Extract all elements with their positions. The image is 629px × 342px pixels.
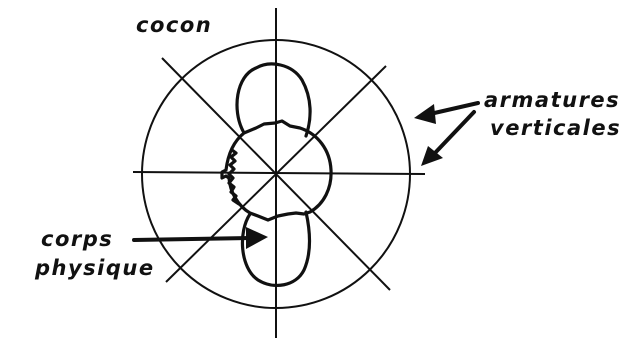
label-cocoon: cocon [136,13,212,37]
arrow-armatures-upper [414,103,478,124]
body-edge-bumps [229,150,239,204]
cocoon-upper-lobe [237,64,310,136]
label-physical-body-line1: corps [41,227,113,251]
label-physical-body-line2: physique [34,256,155,280]
label-vertical-armatures-line1: armatures [484,88,620,112]
label-vertical-armatures-line2: verticales [490,116,621,140]
